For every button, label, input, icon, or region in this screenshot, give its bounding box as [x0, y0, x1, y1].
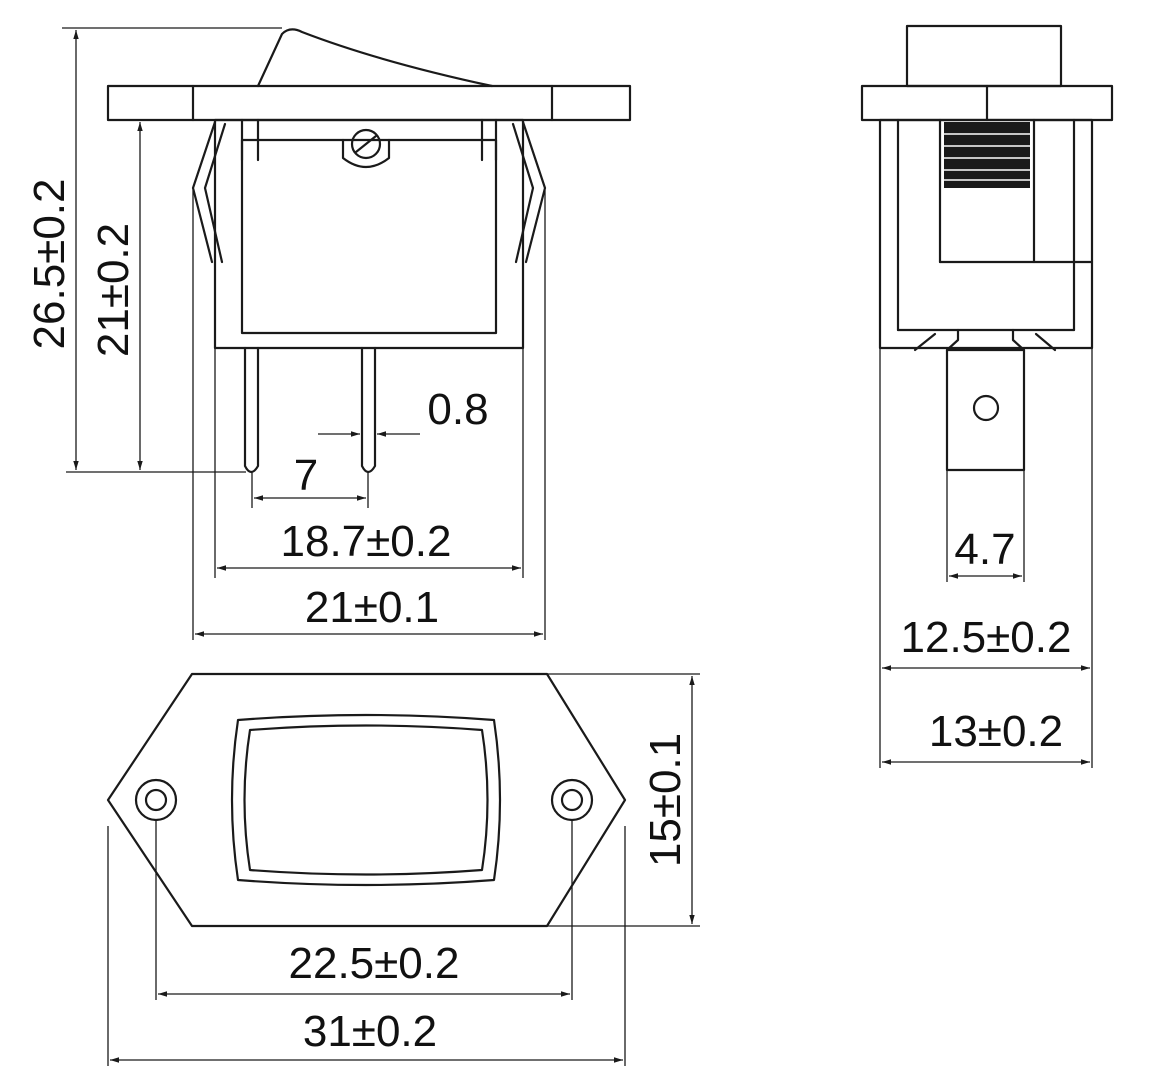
right-terminal: [360, 346, 377, 474]
dim-side-inner-width: 12.5±0.2: [901, 613, 1072, 662]
front-view: [106, 28, 632, 474]
knurled-grip: [944, 122, 1030, 188]
top-flange-outline: [106, 672, 627, 928]
side-actuator: [905, 24, 1063, 88]
dim-tab-width: 4.7: [954, 525, 1015, 574]
rocker-window-inner: [243, 724, 489, 876]
dim-inner-width: 18.7±0.2: [281, 517, 452, 566]
mounting-hole-icon: [134, 778, 178, 822]
top-view: [106, 672, 627, 928]
front-inner-body: [240, 138, 498, 335]
dim-side-outer-width: 13±0.2: [929, 707, 1063, 756]
side-view-dimensions: 4.7 12.5±0.2 13±0.2: [879, 348, 1093, 768]
rocker-actuator: [256, 28, 494, 88]
dim-flange-height: 15±0.1: [641, 733, 690, 867]
side-terminal-tab: [945, 328, 1026, 472]
dim-body-height: 21±0.2: [89, 223, 138, 357]
dim-total-height: 26.5±0.2: [25, 179, 74, 350]
screw-icon: [350, 128, 382, 160]
rocker-window-outer: [230, 713, 502, 887]
dim-hole-spacing: 22.5±0.2: [289, 939, 460, 988]
dim-flange-width: 31±0.2: [303, 1007, 437, 1056]
left-snap-clip: [191, 120, 227, 264]
dim-terminal-pitch: 7: [294, 451, 318, 500]
side-view: [860, 24, 1114, 472]
front-housing: [213, 118, 525, 350]
mounting-hole-icon: [550, 778, 594, 822]
dim-terminal-thickness: 0.8: [427, 385, 488, 434]
dim-outer-width: 21±0.1: [305, 583, 439, 632]
right-snap-clip: [511, 120, 547, 264]
side-housing: [878, 118, 1094, 350]
left-terminal: [243, 346, 260, 474]
terminal-hole-icon: [972, 394, 1000, 422]
front-view-dimensions: 26.5±0.2 21±0.2 0.8 7 18.7±0.2 21±0.1: [25, 27, 546, 640]
top-view-dimensions: 15±0.1 22.5±0.2 31±0.2: [107, 673, 700, 1066]
